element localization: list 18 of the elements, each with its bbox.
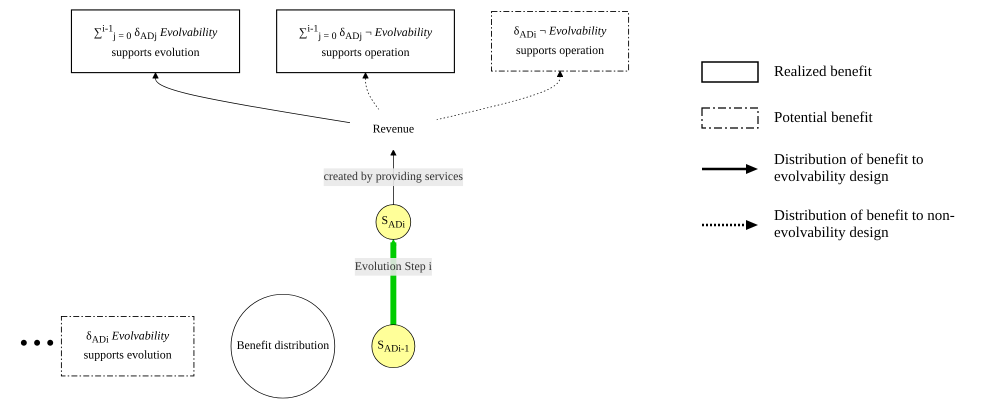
node-circle: Benefit distribution — [230, 294, 336, 398]
edge-label: created by providing services — [324, 170, 464, 184]
arrow — [436, 70, 564, 120]
node-circle: S$_{ADi}$ — [376, 204, 412, 240]
edge-label: Evolution Step i — [354, 260, 432, 273]
node-box: δ$_{ADi}$ ¬ Evolvability supports operation — [491, 11, 630, 72]
node-box: ∑$^{i-1}$$_{j = 0}$ δ$_{ADj}$ Evolvability supports evolution — [70, 9, 240, 74]
legend-text: Distribution of benefit to non-evolvability design — [774, 208, 956, 242]
node-text: Revenue — [372, 123, 414, 136]
node-box: δ$_{ADi}$ Evolvability supports evolution — [60, 316, 194, 376]
ellipsis-text: • • • — [20, 330, 54, 356]
legend-text: Potential benefit — [774, 110, 873, 126]
arrow — [152, 72, 351, 124]
node-box: ∑$^{i-1}$$_{j = 0}$ δ$_{ADj}$ ¬ Evolvability supports operation — [276, 9, 455, 74]
legend-text: Realized benefit — [774, 64, 872, 80]
legend-text: Distribution of benefit to evolvability design — [774, 152, 925, 186]
node-circle: S$_{ADi-1}$ — [372, 324, 416, 368]
arrow — [362, 72, 380, 110]
